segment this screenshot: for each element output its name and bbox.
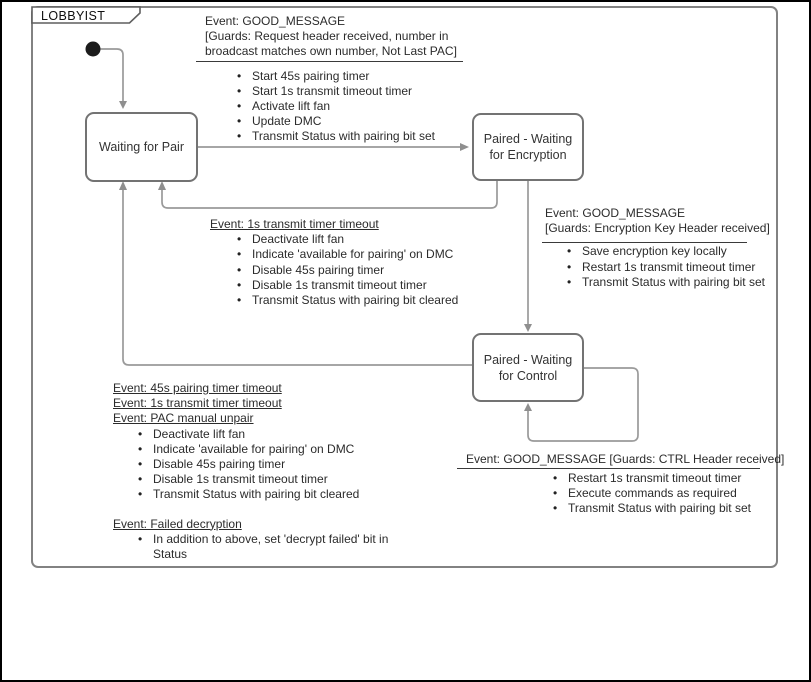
guard-label: [Guards: Encryption Key Header received] bbox=[545, 221, 770, 236]
connector-initial-to-waiting bbox=[100, 48, 124, 101]
event-label: Event: Failed decryption bbox=[113, 516, 242, 531]
action-list: In addition to above, set 'decrypt faile… bbox=[113, 532, 423, 562]
list-item: Disable 45s pairing timer bbox=[237, 263, 510, 278]
list-item: Indicate 'available for pairing' on DMC bbox=[237, 247, 510, 262]
state-label: Paired - Waiting for Control bbox=[483, 352, 573, 383]
list-item: In addition to above, set 'decrypt faile… bbox=[138, 532, 423, 562]
separator-line bbox=[542, 242, 747, 243]
guard-label: [Guards: Request header received, number… bbox=[205, 29, 457, 59]
list-item: Disable 1s transmit timeout timer bbox=[237, 278, 510, 293]
state-paired-waiting-control: Paired - Waiting for Control bbox=[472, 333, 584, 402]
separator-line bbox=[457, 468, 760, 469]
list-item: Activate lift fan bbox=[237, 99, 465, 114]
action-list: Deactivate lift fanIndicate 'available f… bbox=[113, 427, 423, 503]
arrowhead-to-encryption bbox=[460, 143, 469, 151]
separator-line bbox=[196, 61, 463, 62]
action-list: Start 45s pairing timerStart 1s transmit… bbox=[205, 69, 465, 145]
list-item: Indicate 'available for pairing' on DMC bbox=[138, 442, 423, 457]
list-item: Restart 1s transmit timeout timer bbox=[553, 471, 803, 486]
action-list: Deactivate lift fanIndicate 'available f… bbox=[210, 232, 510, 308]
list-item: Deactivate lift fan bbox=[138, 427, 423, 442]
arrowhead-initial bbox=[119, 101, 127, 109]
event-label: Event: GOOD_MESSAGE [Guards: CTRL Header… bbox=[466, 452, 785, 466]
annotation-encryption-key: Event: GOOD_MESSAGE [Guards: Encryption … bbox=[545, 206, 790, 290]
list-item: Deactivate lift fan bbox=[237, 232, 510, 247]
list-item: Event: PAC manual unpair bbox=[113, 411, 254, 426]
state-waiting-for-pair: Waiting for Pair bbox=[85, 112, 198, 182]
event-label: Event: 1s transmit timer timeout bbox=[210, 217, 379, 231]
frame-title: LOBBYIST bbox=[41, 9, 106, 23]
list-item: Save encryption key locally bbox=[567, 244, 790, 259]
list-item: Execute commands as required bbox=[553, 486, 803, 501]
list-item: Event: 45s pairing timer timeout bbox=[113, 381, 282, 395]
list-item: Start 1s transmit timeout timer bbox=[237, 84, 465, 99]
annotation-control-actions: Restart 1s transmit timeout timerExecute… bbox=[553, 471, 803, 517]
annotation-control-event: Event: GOOD_MESSAGE [Guards: CTRL Header… bbox=[466, 452, 785, 467]
state-paired-waiting-encryption: Paired - Waiting for Encryption bbox=[472, 113, 584, 181]
connector-encryption-to-waiting bbox=[161, 181, 498, 209]
list-item: Transmit Status with pairing bit cleared bbox=[138, 487, 423, 502]
list-item: Disable 1s transmit timeout timer bbox=[138, 472, 423, 487]
arrowhead-unpair-loop bbox=[119, 181, 127, 190]
connector-control-to-waiting bbox=[122, 190, 472, 366]
event-label: Event: GOOD_MESSAGE bbox=[545, 206, 686, 220]
list-item: Event: 1s transmit timer timeout bbox=[113, 396, 282, 411]
annotation-transmit-timeout: Event: 1s transmit timer timeout Deactiv… bbox=[210, 217, 510, 308]
arrowhead-self-loop bbox=[524, 403, 532, 411]
state-label: Paired - Waiting for Encryption bbox=[483, 132, 573, 162]
list-item: Update DMC bbox=[237, 114, 465, 129]
list-item: Transmit Status with pairing bit cleared bbox=[237, 293, 510, 308]
event-label: Event: GOOD_MESSAGE bbox=[205, 14, 346, 28]
arrowhead-to-control bbox=[524, 324, 532, 332]
state-label: Waiting for Pair bbox=[99, 140, 184, 154]
connector-control-self-loop bbox=[527, 367, 639, 442]
list-item: Transmit Status with pairing bit set bbox=[237, 129, 465, 144]
list-item: Transmit Status with pairing bit set bbox=[567, 275, 790, 290]
list-item: Restart 1s transmit timeout timer bbox=[567, 260, 790, 275]
arrowhead-timeout-loop bbox=[158, 181, 166, 190]
frame-title-tab bbox=[31, 6, 141, 24]
initial-state-dot bbox=[85, 41, 101, 57]
list-item: Transmit Status with pairing bit set bbox=[553, 501, 803, 516]
list-item: Disable 45s pairing timer bbox=[138, 457, 423, 472]
list-item: Start 45s pairing timer bbox=[237, 69, 465, 84]
action-list: Restart 1s transmit timeout timerExecute… bbox=[553, 471, 803, 517]
action-list: Save encryption key locallyRestart 1s tr… bbox=[545, 244, 790, 290]
annotation-pairing: Event: GOOD_MESSAGE [Guards: Request hea… bbox=[205, 14, 465, 145]
